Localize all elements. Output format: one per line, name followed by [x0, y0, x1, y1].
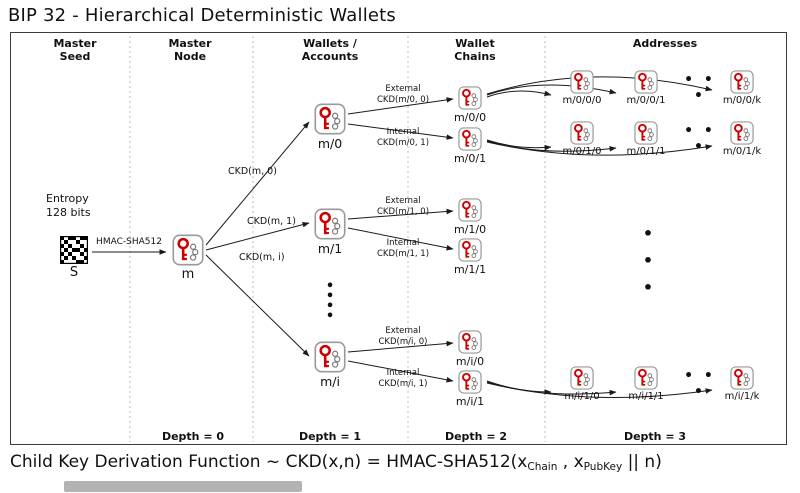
wallet-node-m1: m/1 — [306, 208, 354, 256]
key-icon — [730, 121, 754, 145]
diagram-box — [10, 32, 787, 445]
key-icon — [314, 341, 346, 373]
key-icon — [570, 366, 594, 390]
key-icon — [730, 366, 754, 390]
node-label-mi1k: m/i/1/k — [724, 391, 760, 402]
edge-label-ckd-m-i: CKD(m, i) — [239, 252, 285, 263]
key-icon — [458, 86, 482, 110]
edge-label-internal-mi: Internal CKD(m/i, 1) — [378, 368, 428, 389]
node-label-m01: m/0/1 — [453, 152, 487, 165]
node-label-m001: m/0/0/1 — [626, 95, 666, 106]
chain-node-m01: m/0/1 — [448, 127, 492, 165]
ckd-formula: Child Key Derivation Function ~ CKD(x,n)… — [10, 452, 662, 473]
formula-mid: , x — [557, 452, 584, 472]
key-icon — [458, 370, 482, 394]
node-label-m: m — [181, 267, 195, 282]
node-label-m000: m/0/0/0 — [562, 95, 602, 106]
wallet-node-m0: m/0 — [306, 103, 354, 151]
address-node-mi10: m/i/1/0 — [555, 366, 609, 402]
key-icon — [314, 103, 346, 135]
formula-prefix: Child Key Derivation Function ~ CKD(x,n)… — [10, 452, 528, 472]
key-icon — [570, 121, 594, 145]
column-header-wallet-chains: Wallet Chains — [454, 37, 496, 64]
depth-label-0: Depth = 0 — [161, 430, 225, 443]
address-node-m00k: m/0/0/k — [715, 70, 769, 106]
entropy-label: Entropy 128 bits — [46, 192, 91, 220]
chain-node-m10: m/1/0 — [448, 198, 492, 236]
formula-sub-pubkey: PubKey — [583, 461, 623, 473]
key-icon — [458, 127, 482, 151]
depth-label-2: Depth = 2 — [444, 430, 508, 443]
address-node-mi11: m/i/1/1 — [619, 366, 673, 402]
ellipsis-addresses-row-b: • • • — [684, 123, 716, 155]
edge-label-ckd-m-1: CKD(m, 1) — [247, 216, 296, 227]
key-icon — [730, 70, 754, 94]
chain-node-mi0: m/i/0 — [448, 330, 492, 368]
address-node-mi1k: m/i/1/k — [715, 366, 769, 402]
address-node-m000: m/0/0/0 — [555, 70, 609, 106]
node-label-mi11: m/i/1/1 — [628, 391, 664, 402]
seed-label: S — [69, 265, 79, 280]
key-icon — [458, 330, 482, 354]
formula-suffix: || n) — [622, 452, 662, 472]
key-icon — [458, 198, 482, 222]
chain-node-m00: m/0/0 — [448, 86, 492, 124]
address-node-m01k: m/0/1/k — [715, 121, 769, 157]
node-label-mi0: m/i/0 — [455, 355, 485, 368]
formula-sub-chain: Chain — [527, 461, 558, 473]
column-header-master-node: Master Node — [168, 37, 212, 64]
key-icon — [570, 70, 594, 94]
node-label-m010: m/0/1/0 — [562, 146, 602, 157]
node-label-m0: m/0 — [317, 136, 343, 151]
column-header-master-seed: Master Seed — [53, 37, 97, 64]
depth-label-1: Depth = 1 — [298, 430, 362, 443]
edge-label-internal-m1: Internal CKD(m/1, 1) — [376, 238, 430, 259]
key-icon — [172, 234, 204, 266]
edge-label-external-mi: External CKD(m/i, 0) — [378, 326, 428, 347]
node-label-mi: m/i — [320, 374, 340, 389]
ellipsis-addresses-row-a: • • • — [684, 72, 716, 104]
column-header-addresses: Addresses — [632, 37, 698, 50]
hmac-label: HMAC-SHA512 — [96, 237, 162, 247]
chain-node-mi1: m/i/1 — [448, 370, 492, 408]
address-node-m001: m/0/0/1 — [619, 70, 673, 106]
node-label-m01k: m/0/1/k — [722, 146, 762, 157]
ellipsis-addresses-vertical: • • • — [642, 224, 654, 297]
edge-label-external-m0: External CKD(m/0, 0) — [376, 84, 430, 105]
node-label-mi1: m/i/1 — [455, 395, 485, 408]
key-icon — [634, 70, 658, 94]
depth-label-3: Depth = 3 — [623, 430, 687, 443]
node-label-m011: m/0/1/1 — [626, 146, 666, 157]
ellipsis-addresses-row-c: • • • — [684, 368, 716, 400]
wallet-node-mi: m/i — [306, 341, 354, 389]
node-label-m11: m/1/1 — [453, 263, 487, 276]
node-label-m10: m/1/0 — [453, 223, 487, 236]
edge-label-external-m1: External CKD(m/1, 0) — [376, 196, 430, 217]
ellipsis-wallets-vertical: • • • • — [325, 279, 335, 324]
key-icon — [458, 238, 482, 262]
master-node-m: m — [164, 234, 212, 282]
edge-label-internal-m0: Internal CKD(m/0, 1) — [376, 127, 430, 148]
node-label-m00k: m/0/0/k — [722, 95, 762, 106]
key-icon — [314, 208, 346, 240]
column-header-wallets-accounts: Wallets / Accounts — [301, 37, 359, 64]
node-label-m00: m/0/0 — [453, 111, 487, 124]
address-node-m010: m/0/1/0 — [555, 121, 609, 157]
horizontal-scrollbar-thumb[interactable] — [64, 481, 302, 492]
page-title: BIP 32 - Hierarchical Deterministic Wall… — [8, 5, 397, 26]
chain-node-m11: m/1/1 — [448, 238, 492, 276]
address-node-m011: m/0/1/1 — [619, 121, 673, 157]
node-label-m1: m/1 — [317, 241, 343, 256]
key-icon — [634, 366, 658, 390]
node-label-mi10: m/i/1/0 — [564, 391, 600, 402]
key-icon — [634, 121, 658, 145]
edge-label-ckd-m-0: CKD(m, 0) — [228, 166, 277, 177]
